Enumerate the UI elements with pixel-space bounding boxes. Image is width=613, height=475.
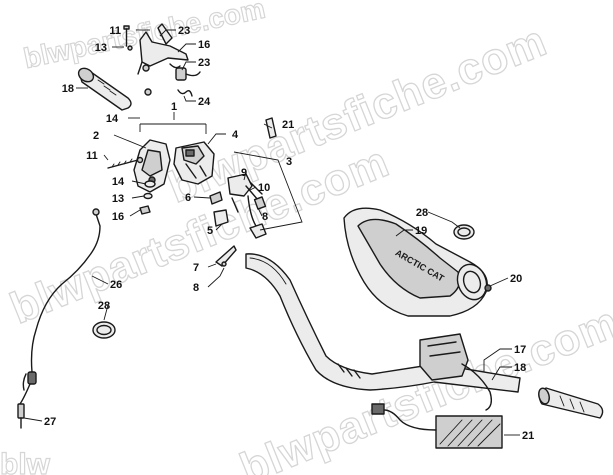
callout-14b: 14	[112, 176, 125, 188]
callout-8a: 8	[262, 211, 268, 223]
screw-11	[107, 156, 144, 169]
callout-23: 23	[198, 57, 210, 69]
spring-25	[177, 89, 193, 97]
callout-28a: 28	[416, 207, 428, 219]
callout-18b: 18	[514, 362, 526, 374]
callout-21: 21	[522, 430, 534, 442]
callout-4: 4	[232, 129, 239, 141]
callout-13a: 13	[95, 42, 107, 54]
throttle-housing	[133, 139, 215, 193]
callout-labels: 11 23 13 16 23 18 24 1 14 21 2 4 11 3 9 …	[44, 25, 534, 442]
callout-1: 1	[171, 101, 177, 113]
callout-22: 21	[282, 119, 294, 131]
callout-6: 6	[185, 192, 191, 204]
callout-14a: 14	[106, 113, 119, 125]
callout-10: 10	[258, 182, 270, 194]
callout-25: 24	[198, 96, 211, 108]
watermark-text-5: blw	[0, 448, 51, 475]
screw-20	[484, 284, 492, 292]
callout-28b: 28	[98, 300, 110, 312]
callout-9: 9	[241, 167, 247, 179]
callout-8b: 8	[193, 282, 199, 294]
screw-12-13	[123, 25, 133, 51]
callout-11: 11	[86, 150, 98, 162]
watermark-text-4: blwpartsfiche.com	[233, 297, 613, 475]
callout-2: 2	[93, 130, 99, 142]
callout-15: 16	[198, 39, 210, 51]
callout-3: 3	[286, 156, 292, 168]
bracket-7	[215, 245, 237, 267]
callout-27: 27	[44, 416, 56, 428]
hand-grip-left	[77, 67, 132, 111]
grip-heater-21	[371, 403, 503, 449]
callout-5: 5	[207, 225, 213, 237]
callout-17: 17	[514, 344, 526, 356]
callout-18a: 18	[62, 83, 74, 95]
handlebar-pad: ARCTIC CAT	[343, 207, 488, 317]
leader-lines	[23, 29, 520, 436]
brake-lever-assembly	[137, 23, 201, 96]
callout-16: 16	[112, 211, 124, 223]
callout-24: 23	[178, 25, 190, 37]
pin-grommet-5-6	[209, 191, 239, 227]
hand-grip-right	[538, 387, 604, 419]
callout-26: 26	[110, 279, 122, 291]
clamp-28-left	[92, 321, 116, 339]
callout-20: 20	[510, 273, 522, 285]
callout-13b: 13	[112, 193, 124, 205]
clamp-28-right	[453, 224, 475, 240]
switch-assembly-right	[227, 173, 267, 239]
callout-19: 19	[415, 225, 427, 237]
callout-7: 7	[193, 262, 199, 274]
callout-12: 11	[109, 25, 121, 37]
handlebar	[245, 253, 521, 411]
throttle-cable	[17, 208, 101, 429]
